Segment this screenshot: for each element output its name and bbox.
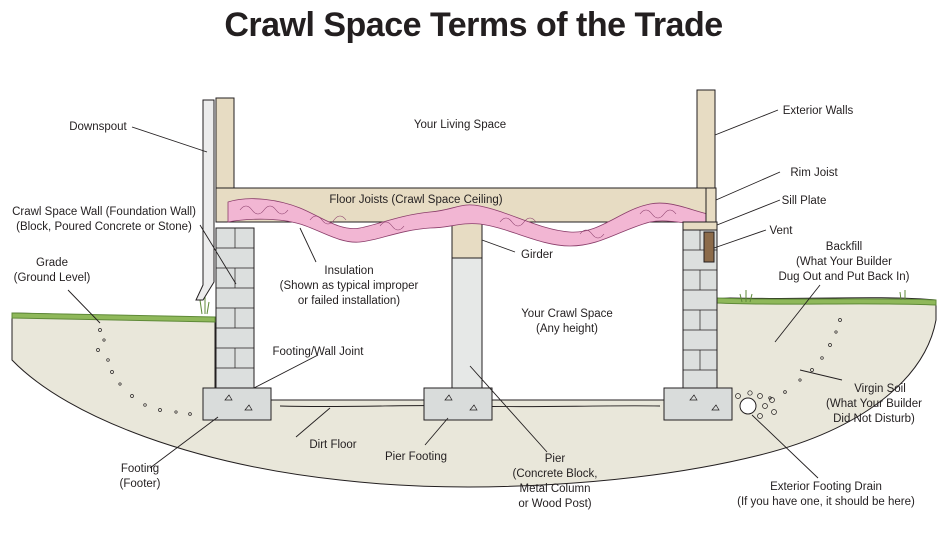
exterior-wall-right	[696, 89, 716, 189]
label-backfill-line2: (What Your Builder	[796, 256, 892, 268]
pier-column	[451, 257, 483, 389]
label-dirt-floor: Dirt Floor	[309, 439, 356, 451]
label-living-space: Your Living Space	[414, 119, 506, 131]
label-sill-plate: Sill Plate	[782, 195, 827, 207]
label-drain-line1: Exterior Footing Drain	[770, 481, 882, 493]
label-footing-line2: (Footer)	[120, 478, 161, 490]
label-virgin-soil-line2: (What Your Builder	[826, 398, 922, 410]
label-insulation-line1: Insulation	[324, 265, 373, 277]
diagram-title: Crawl Space Terms of the Trade	[224, 6, 723, 44]
label-footing-line1: Footing	[121, 463, 159, 475]
rim-joist	[705, 187, 717, 223]
label-virgin-soil-line3: Did Not Disturb)	[833, 413, 915, 425]
foundation-wall-left	[215, 227, 255, 389]
label-downspout: Downspout	[69, 121, 127, 133]
label-virgin-soil-line1: Virgin Soil	[854, 383, 906, 395]
label-crawl-wall-line1: Crawl Space Wall (Foundation Wall)	[12, 206, 196, 218]
exterior-wall-left	[215, 97, 235, 189]
grass-right	[715, 297, 937, 306]
label-girder: Girder	[521, 249, 553, 261]
label-backfill-line1: Backfill	[826, 241, 862, 253]
vent	[703, 231, 715, 263]
labels: Downspout Your Living Space Exterior Wal…	[12, 105, 922, 510]
label-pier-line4: or Wood Post)	[518, 498, 591, 510]
label-crawl-wall-line2: (Block, Poured Concrete or Stone)	[16, 221, 192, 233]
label-pier-line1: Pier	[545, 453, 566, 465]
label-pier-line3: Metal Column	[520, 483, 591, 495]
label-insulation-line2: (Shown as typical improper	[280, 280, 419, 292]
label-grade-line1: Grade	[36, 257, 68, 269]
footing-left	[202, 387, 272, 421]
leader-lines	[67, 109, 843, 479]
label-grade-line2: (Ground Level)	[14, 272, 91, 284]
footing-right	[663, 387, 733, 421]
label-floor-joists: Floor Joists (Crawl Space Ceiling)	[329, 194, 502, 206]
footing-drain-pipe	[739, 397, 757, 415]
label-rim-joist: Rim Joist	[790, 167, 838, 179]
sill-plate	[682, 221, 718, 231]
label-crawl-space-line2: (Any height)	[536, 323, 598, 335]
drain-gravel	[735, 390, 777, 419]
label-backfill-line3: Dug Out and Put Back In)	[778, 271, 909, 283]
label-insulation-line3: or failed installation)	[298, 295, 400, 307]
downspout	[195, 99, 215, 301]
label-exterior-walls: Exterior Walls	[783, 105, 854, 117]
label-vent: Vent	[769, 225, 793, 237]
grass-tufts	[199, 290, 906, 315]
label-pier-line2: (Concrete Block,	[512, 468, 597, 480]
label-footing-wall-joint: Footing/Wall Joint	[273, 346, 365, 358]
girder	[451, 219, 483, 259]
label-drain-line2: (If you have one, it should be here)	[737, 496, 915, 508]
grass-left	[11, 312, 216, 323]
footing-aggregate	[224, 394, 720, 411]
backfill-gravel	[96, 318, 842, 416]
footing-center	[423, 387, 493, 421]
label-pier-footing: Pier Footing	[385, 451, 447, 463]
label-crawl-space-line1: Your Crawl Space	[521, 308, 613, 320]
insulation-squiggle	[239, 205, 677, 239]
